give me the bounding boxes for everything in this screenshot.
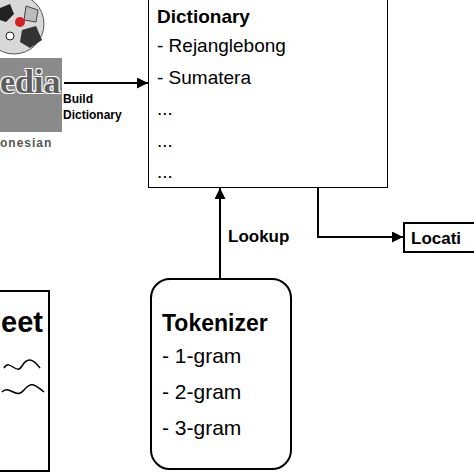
tweet-box: eet <box>0 290 50 472</box>
flow-arrow <box>318 188 403 237</box>
node-text: ... <box>157 125 387 157</box>
logo-puzzle-piece <box>0 4 14 22</box>
logo-puzzle-piece <box>20 26 42 48</box>
flow-arrow <box>219 188 221 278</box>
edge-label: Build Dictionary <box>63 91 139 123</box>
node-text: - 2-gram <box>162 374 290 410</box>
tokenizer-box: Tokenizer- 1-gram- 2-gram- 3-gram <box>150 278 292 470</box>
node-text: - Sumatera <box>157 62 387 94</box>
node-heading: Dictionary <box>157 4 387 30</box>
tweet-text-squiggle <box>2 385 44 394</box>
tweet-text-squiggle <box>4 360 40 369</box>
node-text: onesian <box>0 134 64 152</box>
node-heading: eet <box>1 304 48 340</box>
node-text: - 1-gram <box>162 338 290 374</box>
edge-label: Lookup <box>228 225 318 248</box>
node-heading: edia <box>0 60 64 104</box>
logo-red-dot <box>15 17 25 27</box>
node-heading: Tokenizer <box>162 308 290 338</box>
node-text: - 3-gram <box>162 410 290 446</box>
node-text: - Rejanglebong <box>157 30 387 62</box>
node-text: ... <box>157 93 387 125</box>
logo-puzzle-piece <box>24 6 38 22</box>
output-box: Locati <box>403 222 474 253</box>
node-heading: Locati <box>411 227 474 250</box>
logo-white-dot <box>6 32 14 40</box>
node-text: ... <box>157 156 387 188</box>
flow-arrow <box>64 82 148 84</box>
source-logo: edia onesian <box>0 0 64 152</box>
dictionary-box: Dictionary- Rejanglebong- Sumatera......… <box>148 0 388 188</box>
logo-globe <box>0 0 44 54</box>
